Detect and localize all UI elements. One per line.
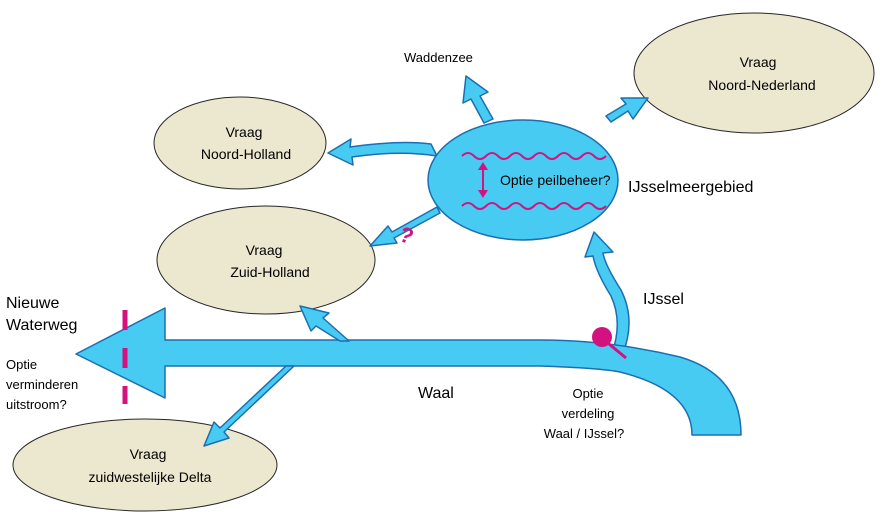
water-level-wave-top: [461, 152, 607, 160]
optie-verdeling-label-1: Optie: [572, 386, 603, 401]
vraag-zuid-holland-line1: Vraag: [246, 242, 283, 258]
ijssel-label: IJssel: [643, 291, 684, 308]
optie-uitstroom-label-2: verminderen: [6, 377, 78, 392]
arrow-to-noord-nederland: [605, 97, 649, 123]
optie-verdeling-label-3: Waal / IJssel?: [544, 426, 624, 441]
waal-label: Waal: [418, 385, 454, 402]
optie-verdeling-label-2: verdeling: [562, 406, 615, 421]
level-range-arrow-icon: [478, 162, 488, 198]
arrow-to-zuid-holland: [369, 206, 441, 247]
arrow-to-zuid-holland-branch: [299, 305, 350, 342]
vraag-zw-delta-node: Vraag zuidwestelijke Delta: [12, 418, 278, 512]
waddenzee-label: Waddenzee: [404, 50, 473, 65]
vraag-noord-holland-line1: Vraag: [226, 124, 263, 140]
vraag-zw-delta-line2: zuidwestelijke Delta: [89, 469, 212, 485]
arrow-to-zw-delta-branch: [203, 365, 295, 447]
nieuwe-waterweg-label-1: Nieuwe: [6, 295, 59, 312]
uncertain-flow-question-mark: ?: [396, 221, 417, 249]
water-level-wave-bottom: [461, 202, 607, 210]
vraag-noord-holland-line2: Noord-Holland: [201, 146, 291, 162]
nieuwe-waterweg-label-2: Waterweg: [6, 317, 77, 334]
vraag-zuid-holland-line2: Zuid-Holland: [230, 264, 309, 280]
ijssel-flow-arrow: [584, 231, 630, 354]
optie-peilbeheer-label: Optie peilbeheer?: [500, 172, 611, 188]
arrow-to-noord-holland: [327, 138, 438, 166]
ijsselmeer-node: Optie peilbeheer?: [427, 119, 619, 241]
distribution-point-marker: [592, 327, 627, 360]
optie-uitstroom-label-1: Optie: [6, 357, 37, 372]
arrow-to-waddenzee: [462, 75, 494, 124]
vraag-noord-nederland-line2: Noord-Nederland: [708, 77, 815, 93]
ijsselmeergebied-label: IJsselmeergebied: [628, 179, 753, 196]
waal-main-river-arrow: [75, 307, 742, 436]
vraag-zw-delta-line1: Vraag: [130, 446, 167, 462]
vraag-zuid-holland-node: Vraag Zuid-Holland: [156, 205, 376, 315]
vraag-noord-holland-node: Vraag Noord-Holland: [153, 96, 327, 190]
vraag-noord-nederland-line1: Vraag: [740, 54, 777, 70]
optie-uitstroom-label-3: uitstroom?: [6, 397, 67, 412]
vraag-noord-nederland-node: Vraag Noord-Nederland: [633, 12, 875, 134]
